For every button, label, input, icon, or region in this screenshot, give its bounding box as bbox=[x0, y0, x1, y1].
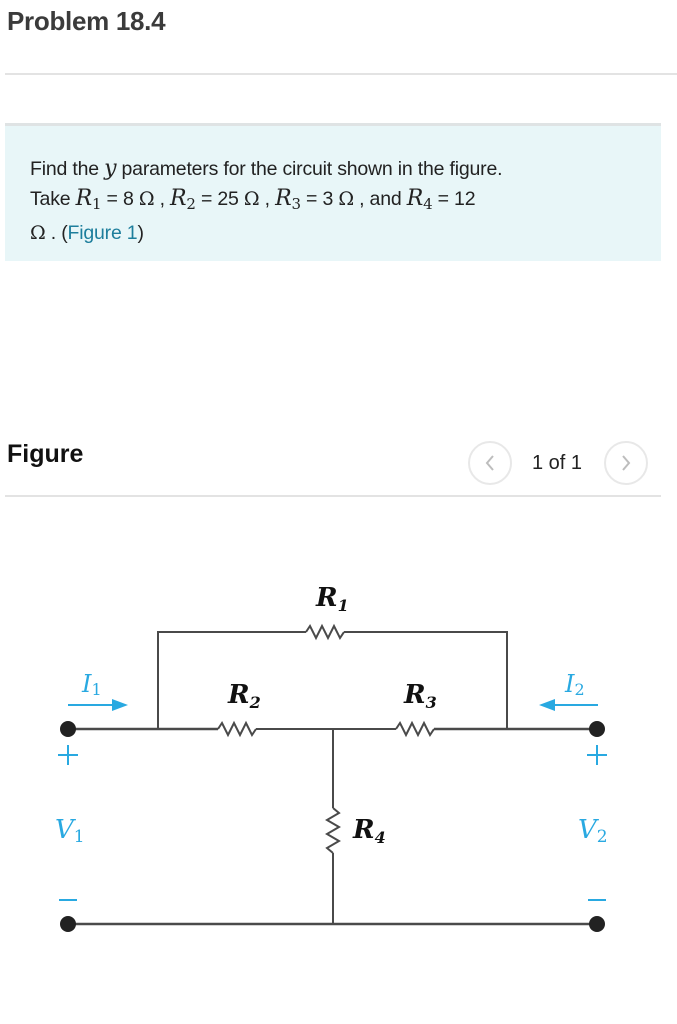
text: , bbox=[154, 188, 171, 210]
omega-symbol: Ω bbox=[30, 222, 46, 244]
label-r2: R2 bbox=[227, 680, 261, 712]
omega-symbol: Ω bbox=[243, 188, 260, 210]
arrow-i1-icon bbox=[68, 699, 128, 711]
r4-symbol: R bbox=[406, 186, 424, 211]
text: Take bbox=[30, 188, 76, 210]
r3-symbol: R bbox=[275, 186, 292, 211]
chevron-right-icon bbox=[622, 455, 631, 471]
label-r3: R3 bbox=[403, 680, 437, 712]
label-r1: R1 bbox=[315, 583, 349, 615]
text: parameters for the circuit shown in the … bbox=[116, 158, 503, 180]
label-v2: V2 bbox=[578, 815, 608, 847]
r3-subscript: 3 bbox=[291, 195, 302, 213]
plus-sign-port2 bbox=[587, 745, 607, 765]
r4-value: = 12 bbox=[432, 188, 476, 210]
label-i2: I2 bbox=[564, 670, 585, 699]
plus-sign-port1 bbox=[58, 745, 78, 765]
text: ( bbox=[61, 222, 68, 244]
circuit-diagram: R1 R2 R3 R4 I1 I2 V1 V2 bbox=[55, 583, 608, 932]
r2-subscript: 2 bbox=[186, 195, 196, 213]
page-indicator: 1 of 1 bbox=[532, 451, 583, 474]
resistor-r1 bbox=[305, 623, 345, 641]
chevron-left-icon bbox=[485, 455, 494, 471]
r1-symbol: R bbox=[75, 186, 93, 211]
r1-subscript: 1 bbox=[91, 195, 102, 213]
r4-subscript: 4 bbox=[423, 195, 433, 213]
divider bbox=[5, 495, 661, 497]
label-v1: V1 bbox=[55, 815, 85, 847]
r3-value: = 3 bbox=[300, 188, 339, 210]
arrow-i2-icon bbox=[539, 699, 598, 711]
label-i1: I1 bbox=[81, 670, 102, 699]
var-y: y bbox=[104, 156, 117, 181]
page-title: Problem 18.4 bbox=[7, 6, 166, 36]
label-r4: R4 bbox=[352, 815, 386, 847]
text: Find the bbox=[30, 158, 105, 180]
r2-symbol: R bbox=[170, 186, 187, 211]
omega-symbol: Ω bbox=[138, 188, 155, 210]
problem-statement-box: Find the y parameters for the circuit sh… bbox=[5, 123, 661, 261]
resistor-r2 bbox=[217, 720, 257, 738]
terminal-port2-bottom bbox=[589, 916, 605, 932]
r2-value: = 25 bbox=[195, 188, 244, 210]
resistor-r3 bbox=[395, 720, 435, 738]
figure-heading: Figure bbox=[7, 440, 84, 468]
terminal-port2-top bbox=[589, 721, 605, 737]
prev-figure-button[interactable] bbox=[468, 441, 512, 485]
text: , bbox=[259, 188, 276, 210]
r1-value: = 8 bbox=[101, 188, 139, 210]
terminal-port1-top bbox=[60, 721, 76, 737]
text: . bbox=[45, 222, 62, 244]
problem-text: Find the y parameters for the circuit sh… bbox=[30, 154, 650, 248]
resistor-r4 bbox=[325, 807, 341, 854]
text: , and bbox=[353, 188, 407, 210]
text: ) bbox=[137, 222, 144, 244]
terminal-port1-bottom bbox=[60, 916, 76, 932]
divider bbox=[5, 73, 677, 75]
omega-symbol: Ω bbox=[338, 188, 354, 210]
figure-1-link[interactable]: Figure 1 bbox=[67, 222, 138, 244]
figure-pagination: 1 of 1 bbox=[468, 438, 649, 488]
next-figure-button[interactable] bbox=[604, 441, 649, 485]
